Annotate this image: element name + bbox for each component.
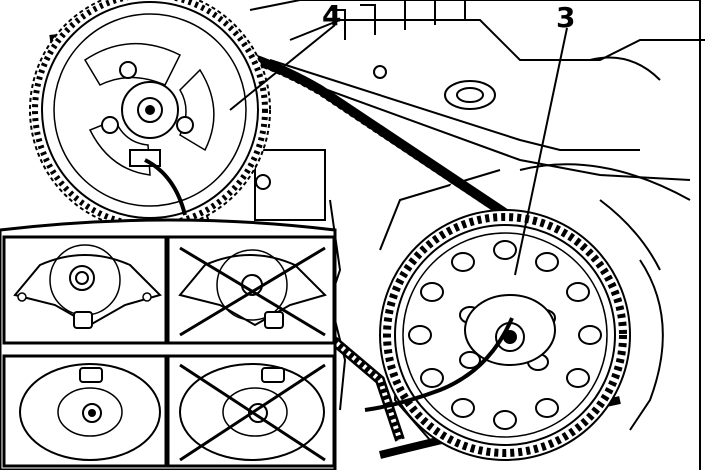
inset-correct-top xyxy=(2,235,168,345)
crankshaft-sprocket xyxy=(364,209,631,461)
callout-label-4: 4 xyxy=(322,0,342,32)
engine-block-outline xyxy=(149,0,705,470)
inset-correct-bottom xyxy=(2,354,168,468)
inset-panel-group xyxy=(0,218,337,470)
inset-incorrect-bottom xyxy=(166,354,336,468)
camshaft-sprocket xyxy=(29,0,271,231)
cross-out-mark xyxy=(179,363,326,462)
callout-label-3: 3 xyxy=(556,1,576,34)
callout-leaders xyxy=(229,24,568,276)
cross-out-mark xyxy=(179,246,326,337)
inset-incorrect-top xyxy=(166,235,336,345)
